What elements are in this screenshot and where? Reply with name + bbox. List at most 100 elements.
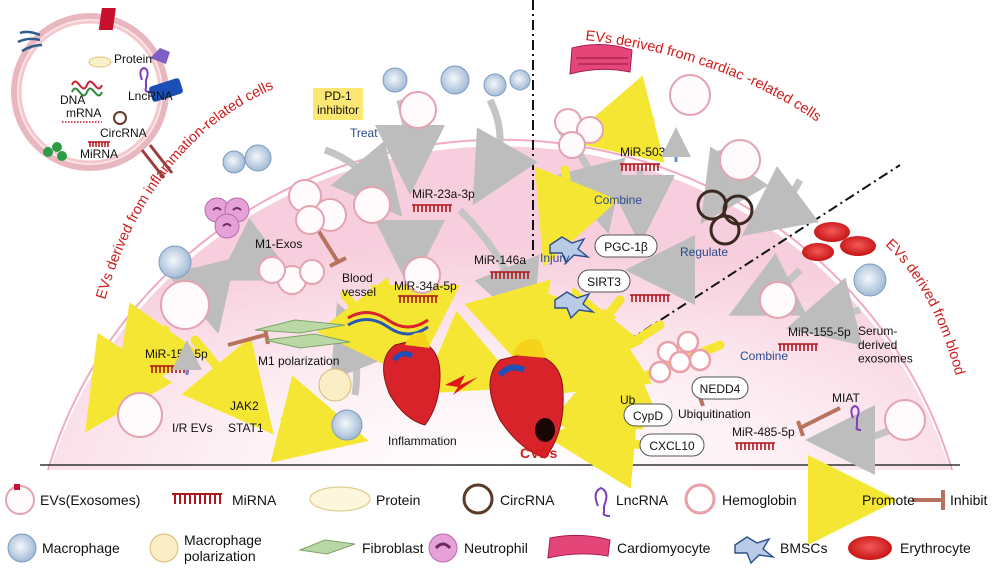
ev-structure-diagram: Protein DNA LncRNA mRNA CircRNA MiRNA bbox=[11, 8, 183, 179]
mir-34a-5p-label: MiR-34a-5p bbox=[394, 279, 457, 293]
fibroblasts bbox=[254, 319, 351, 349]
legend-label-circrna: CircRNA bbox=[500, 492, 555, 508]
legend-label-inhibit: Inhibit bbox=[950, 492, 987, 508]
mir-146a-label: MiR-146a bbox=[474, 253, 526, 267]
legend-protein-icon bbox=[309, 486, 371, 512]
legend: EVs(Exosomes) MiRNA Protein CircRNA LncR… bbox=[5, 455, 987, 565]
section-title-cardiac: EVs derived from cardiac -related cells bbox=[585, 28, 824, 125]
ub-label: Ub bbox=[620, 393, 636, 407]
circrna-rings bbox=[696, 189, 754, 246]
ev-label-protein: Protein bbox=[114, 52, 152, 66]
pd1-inhibitor-box bbox=[313, 88, 363, 120]
cxcl10-label: CXCL10 bbox=[649, 439, 695, 453]
legend-label-promote: Promote bbox=[862, 492, 915, 508]
ev-label-lncrna: LncRNA bbox=[128, 89, 173, 103]
legend-mirna-icon bbox=[172, 493, 222, 504]
mirna-symbol bbox=[735, 442, 775, 450]
ev-label-circrna: CircRNA bbox=[100, 126, 147, 140]
legend-neutrophil-icon bbox=[428, 533, 458, 563]
cvds-heart bbox=[489, 339, 564, 459]
mirna-symbol bbox=[630, 294, 670, 302]
legend-erythrocyte-icon bbox=[848, 536, 892, 560]
legend-label-fibroblast: Fibroblast bbox=[362, 540, 424, 556]
neutrophils bbox=[204, 197, 250, 239]
pgc-1b-pill bbox=[594, 234, 658, 258]
receptor-icon bbox=[150, 48, 170, 64]
inflammation-heart bbox=[383, 332, 441, 426]
mirna-symbol bbox=[398, 295, 438, 303]
legend-fibroblast-icon bbox=[298, 539, 356, 555]
legend-label-macrophage: Macrophage bbox=[42, 540, 120, 556]
m1-exos-label: M1-Exos bbox=[255, 237, 302, 251]
lncrna-icon bbox=[139, 66, 151, 93]
ubiquitination-label: Ubiquitination bbox=[678, 407, 751, 421]
membrane-protein-icon bbox=[17, 8, 116, 53]
mir-23a-3p-label: MiR-23a-3p bbox=[412, 187, 475, 201]
ir-evs-label: I/R EVs bbox=[172, 421, 213, 435]
combine-label: Combine bbox=[594, 193, 642, 207]
erythrocytes bbox=[802, 222, 876, 261]
cypd-label: CypD bbox=[633, 409, 663, 423]
legend-macrophage-icon bbox=[7, 533, 37, 563]
treat-label: Treat bbox=[350, 126, 378, 140]
pgc-1b-label: PGC-1β bbox=[604, 240, 648, 254]
mirna-symbol bbox=[620, 163, 660, 171]
macrophages bbox=[158, 65, 887, 441]
legend-label-protein: Protein bbox=[376, 492, 420, 508]
stat1-label: STAT1 bbox=[228, 421, 264, 435]
mir-485-5p-label: MiR-485-5p bbox=[732, 425, 795, 439]
legend-cardiomyocyte-icon bbox=[547, 534, 611, 559]
legend-macrophage-polarization-icon bbox=[149, 533, 179, 563]
hemoglobin-cluster bbox=[648, 330, 712, 384]
cardiomyocytes bbox=[569, 44, 633, 75]
legend-inhibit-icon bbox=[912, 490, 945, 510]
jak2-label: JAK2 bbox=[230, 399, 259, 413]
miat-label: MIAT bbox=[832, 391, 860, 405]
legend-label-erythrocyte: Erythrocyte bbox=[900, 540, 971, 556]
legend-label-cardiomyocyte: Cardiomyocyte bbox=[617, 540, 711, 556]
mir-155-5p-left-label: MiR-155-5p bbox=[145, 347, 208, 361]
inflammation-label: Inflammation bbox=[388, 434, 457, 448]
regulate-label: Regulate bbox=[680, 245, 728, 259]
cxcl10-pill bbox=[639, 433, 705, 457]
bmscs bbox=[549, 236, 596, 320]
legend-label-evs: EVs(Exosomes) bbox=[40, 492, 140, 508]
legend-label-lncrna: LncRNA bbox=[616, 492, 669, 508]
miat-lncrna-icon bbox=[850, 404, 862, 431]
injury-label: Injury bbox=[540, 251, 569, 265]
cypd-pill bbox=[623, 403, 673, 427]
macrophage-polarization-cell bbox=[318, 368, 352, 402]
mirna-symbol bbox=[412, 204, 452, 212]
legend-ev-icon bbox=[5, 484, 35, 515]
circrna-icon bbox=[113, 111, 127, 125]
ev-label-dna: DNA bbox=[60, 93, 85, 107]
legend-bmsc-icon bbox=[734, 536, 776, 565]
cvds-label: CVDs bbox=[520, 445, 558, 461]
legend-hemoglobin-icon bbox=[684, 483, 716, 515]
sirt3-label: SIRT3 bbox=[587, 275, 621, 289]
transmembrane-icon bbox=[140, 144, 174, 179]
ev-label-mirna: MiRNA bbox=[80, 147, 118, 161]
nedd4-pill bbox=[691, 376, 749, 400]
mir-503-label: MiR-503 bbox=[620, 145, 666, 159]
legend-label-bmscs: BMSCs bbox=[780, 540, 827, 556]
legend-lncrna-icon bbox=[594, 486, 611, 517]
mirna-mini-icon bbox=[88, 141, 110, 147]
combine-2-label: Combine bbox=[740, 349, 788, 363]
legend-label-mirna: MiRNA bbox=[232, 492, 277, 508]
m1-polarization-label: M1 polarization bbox=[258, 354, 339, 368]
sirt3-pill bbox=[577, 269, 631, 293]
mirna-symbol bbox=[490, 271, 530, 279]
mirna-symbols bbox=[150, 163, 818, 450]
legend-label-neutrophil: Neutrophil bbox=[464, 540, 528, 556]
ev-vesicles bbox=[117, 74, 926, 441]
channel-protein-icon bbox=[149, 78, 183, 102]
legend-label-hemoglobin: Hemoglobin bbox=[722, 492, 797, 508]
ligand-icon bbox=[43, 142, 67, 161]
